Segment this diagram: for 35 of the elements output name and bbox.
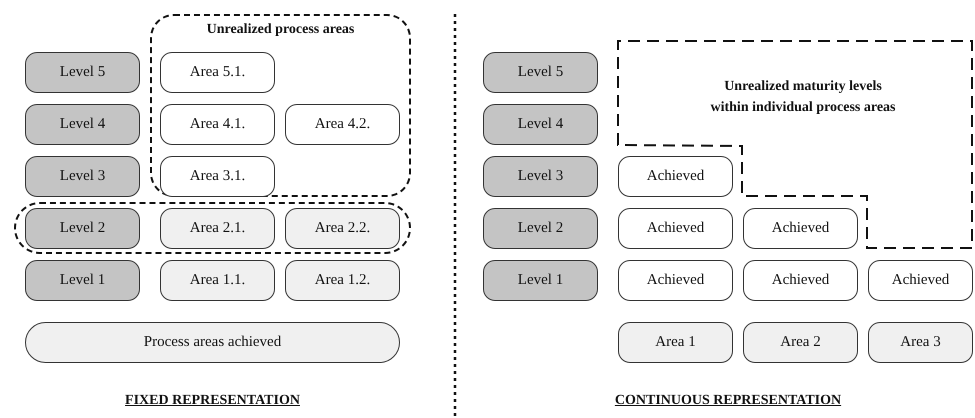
level-box: Level 4	[25, 104, 140, 145]
level-box: Level 5	[25, 52, 140, 93]
section-heading: FIXED REPRESENTATION	[125, 392, 300, 410]
area-box: Achieved	[743, 260, 858, 301]
area-box: Area 3.1.	[160, 156, 275, 197]
dashed-band	[14, 202, 411, 254]
area-box: Achieved	[618, 156, 733, 197]
area-box: Area 3	[868, 322, 973, 363]
area-box: Area 1.2.	[285, 260, 400, 301]
area-box: Area 1	[618, 322, 733, 363]
area-box: Area 2.1.	[160, 208, 275, 249]
area-box: Area 5.1.	[160, 52, 275, 93]
level-box: Level 1	[483, 260, 598, 301]
area-box: Achieved	[618, 208, 733, 249]
dashed-stepped-region	[617, 40, 973, 249]
area-box: Area 4.2.	[285, 104, 400, 145]
level-box: Level 1	[25, 260, 140, 301]
area-box: Achieved	[868, 260, 973, 301]
area-box: Area 2.2.	[285, 208, 400, 249]
region-title: Unrealized process areas	[206, 21, 356, 38]
area-box: Area 1.1.	[160, 260, 275, 301]
dashed-region	[150, 14, 411, 197]
level-box: Level 5	[483, 52, 598, 93]
level-box: Level 2	[25, 208, 140, 249]
area-box: Achieved	[743, 208, 858, 249]
area-box: Area 4.1.	[160, 104, 275, 145]
level-box: Level 2	[483, 208, 598, 249]
region-title: Unrealized maturity levels within individual process areas	[709, 78, 897, 117]
area-box: Achieved	[618, 260, 733, 301]
achieved-bar: Process areas achieved	[25, 322, 400, 363]
area-box: Area 2	[743, 322, 858, 363]
level-box: Level 3	[483, 156, 598, 197]
level-box: Level 3	[25, 156, 140, 197]
level-box: Level 4	[483, 104, 598, 145]
section-heading: CONTINUOUS REPRESENTATION	[614, 392, 842, 410]
